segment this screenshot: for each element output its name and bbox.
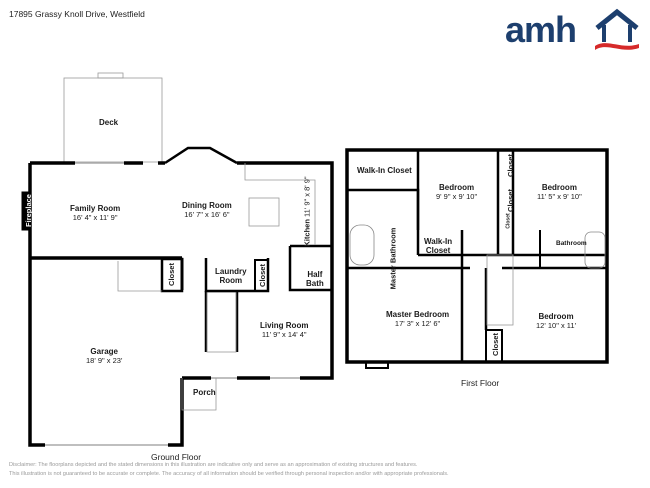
kitchen-label: Kitchen 11' 9" x 8' 9" [302, 176, 312, 247]
fireplace-label: Fireplace [23, 194, 33, 227]
porch-label: Porch [193, 388, 216, 397]
laundry-closet-label: Closet [257, 264, 267, 287]
amh-logo: amh [505, 8, 640, 52]
logo-text: amh [505, 9, 577, 50]
closet-c-label: Closet [505, 213, 512, 229]
closet-d-label: Closet [490, 333, 500, 356]
house-roof-icon [595, 8, 639, 50]
ground-floor-title: Ground Floor [151, 452, 202, 462]
bathroom-label: Bathroom [556, 240, 587, 247]
property-address: 17895 Grassy Knoll Drive, Westfield [9, 9, 145, 19]
master-bathroom-label: Master Bathroom [388, 227, 398, 290]
garage-closet-label: Closet [166, 263, 176, 286]
disclaimer-line-2: This illustration is not guaranteed to b… [9, 471, 449, 477]
disclaimer-line-1: Disclaimer: The floorplans depicted and … [9, 462, 418, 468]
first-floor-title: First Floor [461, 378, 500, 388]
walk-in-closet-1-label: Walk-In Closet [357, 166, 412, 175]
closet-a-label: Closet [505, 154, 515, 177]
closet-b-label: Closet [505, 189, 515, 212]
deck-label: Deck [99, 118, 119, 127]
